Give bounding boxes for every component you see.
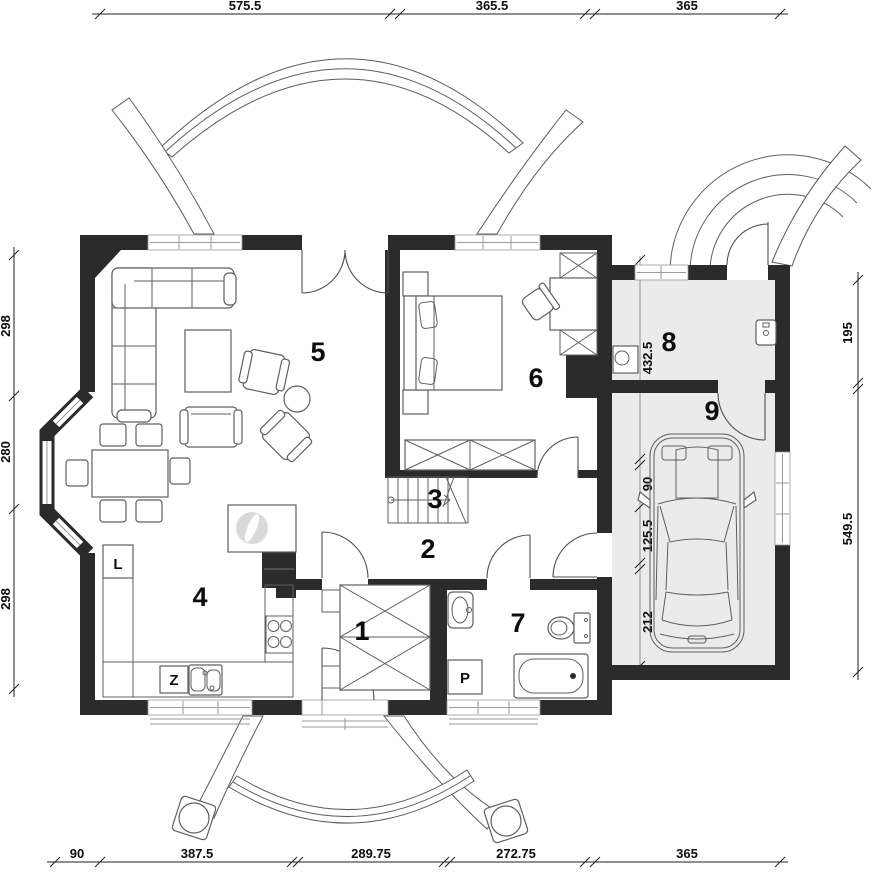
car-mirror-left <box>637 490 651 510</box>
bedroom-wardrobe <box>404 439 536 471</box>
window-bedroom-top <box>454 234 541 251</box>
toilet <box>547 612 591 644</box>
desk-chair <box>521 282 561 321</box>
room-label-3: 3 <box>427 484 442 514</box>
dimension-right: 195 549.5 <box>840 272 864 680</box>
room-label-9: 9 <box>704 396 719 426</box>
vestibule-wardrobe <box>321 584 431 691</box>
room-label-4: 4 <box>192 582 207 612</box>
washer-label: P <box>460 670 470 687</box>
garage-floor <box>612 280 775 665</box>
windows <box>42 234 791 730</box>
vestibule-door <box>321 531 369 579</box>
room-label-8: 8 <box>661 327 676 357</box>
dim-garage-4: 212 <box>640 611 655 633</box>
bathroom: P <box>447 591 591 699</box>
corner-sofa <box>111 267 237 423</box>
window-kitchen-bottom <box>147 699 253 725</box>
car-mirror-right <box>743 490 757 510</box>
stairs <box>387 476 469 524</box>
bedroom-chimney <box>566 355 597 398</box>
room-label-7: 7 <box>510 608 525 638</box>
bathroom-door <box>486 534 531 579</box>
window-garage-right <box>774 451 791 546</box>
bedroom <box>402 252 598 471</box>
kitchen: L Z <box>102 544 294 698</box>
dim-garage-3: 125.5 <box>640 520 655 553</box>
fireplace <box>227 504 297 553</box>
washbasin <box>447 591 474 629</box>
dim-bottom-2: 387.5 <box>181 846 214 861</box>
dim-garage-1: 432.5 <box>640 342 655 375</box>
nightstand <box>402 389 429 415</box>
dim-left-3: 298 <box>0 588 13 610</box>
bed <box>403 295 503 391</box>
fridge-label: L <box>113 556 122 573</box>
dim-top-2: 365.5 <box>476 0 509 13</box>
dimension-bottom: 90 387.5 289.75 272.75 365 <box>47 846 788 868</box>
arch-canopy-garage <box>669 145 872 273</box>
armchair-3 <box>179 406 243 448</box>
dim-bottom-3: 289.75 <box>351 846 391 861</box>
counter-left <box>102 577 134 698</box>
kitchen-sink <box>188 664 223 696</box>
window-bathroom-bottom <box>446 699 541 725</box>
bedroom-door <box>536 436 579 479</box>
armchair-1 <box>238 349 291 395</box>
arch-canopy-entrance <box>171 715 529 844</box>
room-label-6: 6 <box>528 363 543 393</box>
dim-right-1: 195 <box>840 322 855 344</box>
dishwasher-label: Z <box>169 672 178 689</box>
dimension-left: 298 280 298 <box>0 247 20 697</box>
utility-garage-door <box>717 392 766 441</box>
boiler <box>612 345 639 374</box>
entrance-door-frame <box>301 699 389 730</box>
window-garage-top <box>634 264 689 281</box>
dimension-top: 575.5 365.5 365 <box>92 0 788 20</box>
dim-left-2: 280 <box>0 441 13 463</box>
dim-top-3: 365 <box>676 0 698 13</box>
utility-room <box>612 319 777 374</box>
washing-machine <box>447 659 483 695</box>
nightstand <box>402 271 429 297</box>
french-door-terrace <box>301 249 389 294</box>
porch-column-left <box>171 795 217 841</box>
garage-side-door <box>726 222 769 266</box>
window-living-top <box>147 234 243 251</box>
porch-column-right <box>483 798 529 844</box>
coffee-table <box>184 329 232 393</box>
utility-sink <box>755 319 777 346</box>
bay-windows <box>42 396 84 549</box>
room-labels: 1 2 3 4 5 6 7 8 9 <box>192 327 719 646</box>
room-label-2: 2 <box>420 534 435 564</box>
dim-bottom-1: 90 <box>70 846 84 861</box>
room-label-5: 5 <box>310 337 325 367</box>
armchair-2 <box>259 409 313 463</box>
dim-left-1: 298 <box>0 315 13 337</box>
side-table <box>283 385 311 413</box>
bedroom-cabinets <box>559 252 598 356</box>
dim-right-2: 549.5 <box>840 513 855 546</box>
arch-canopy-top <box>111 58 584 235</box>
dim-bottom-4: 272.75 <box>496 846 536 861</box>
dimension-garage-chain: 432.5 90 125.5 212 <box>634 254 655 672</box>
dim-top-1: 575.5 <box>229 0 262 13</box>
hall-garage-door <box>552 532 598 578</box>
dim-garage-2: 90 <box>640 477 655 491</box>
dishwasher <box>159 665 189 694</box>
car <box>637 433 757 653</box>
counter-bottom <box>102 661 294 698</box>
bathtub <box>513 653 589 699</box>
room-label-1: 1 <box>354 616 369 646</box>
dining-set <box>65 423 191 523</box>
stove <box>265 615 294 654</box>
dim-bottom-5: 365 <box>676 846 698 861</box>
